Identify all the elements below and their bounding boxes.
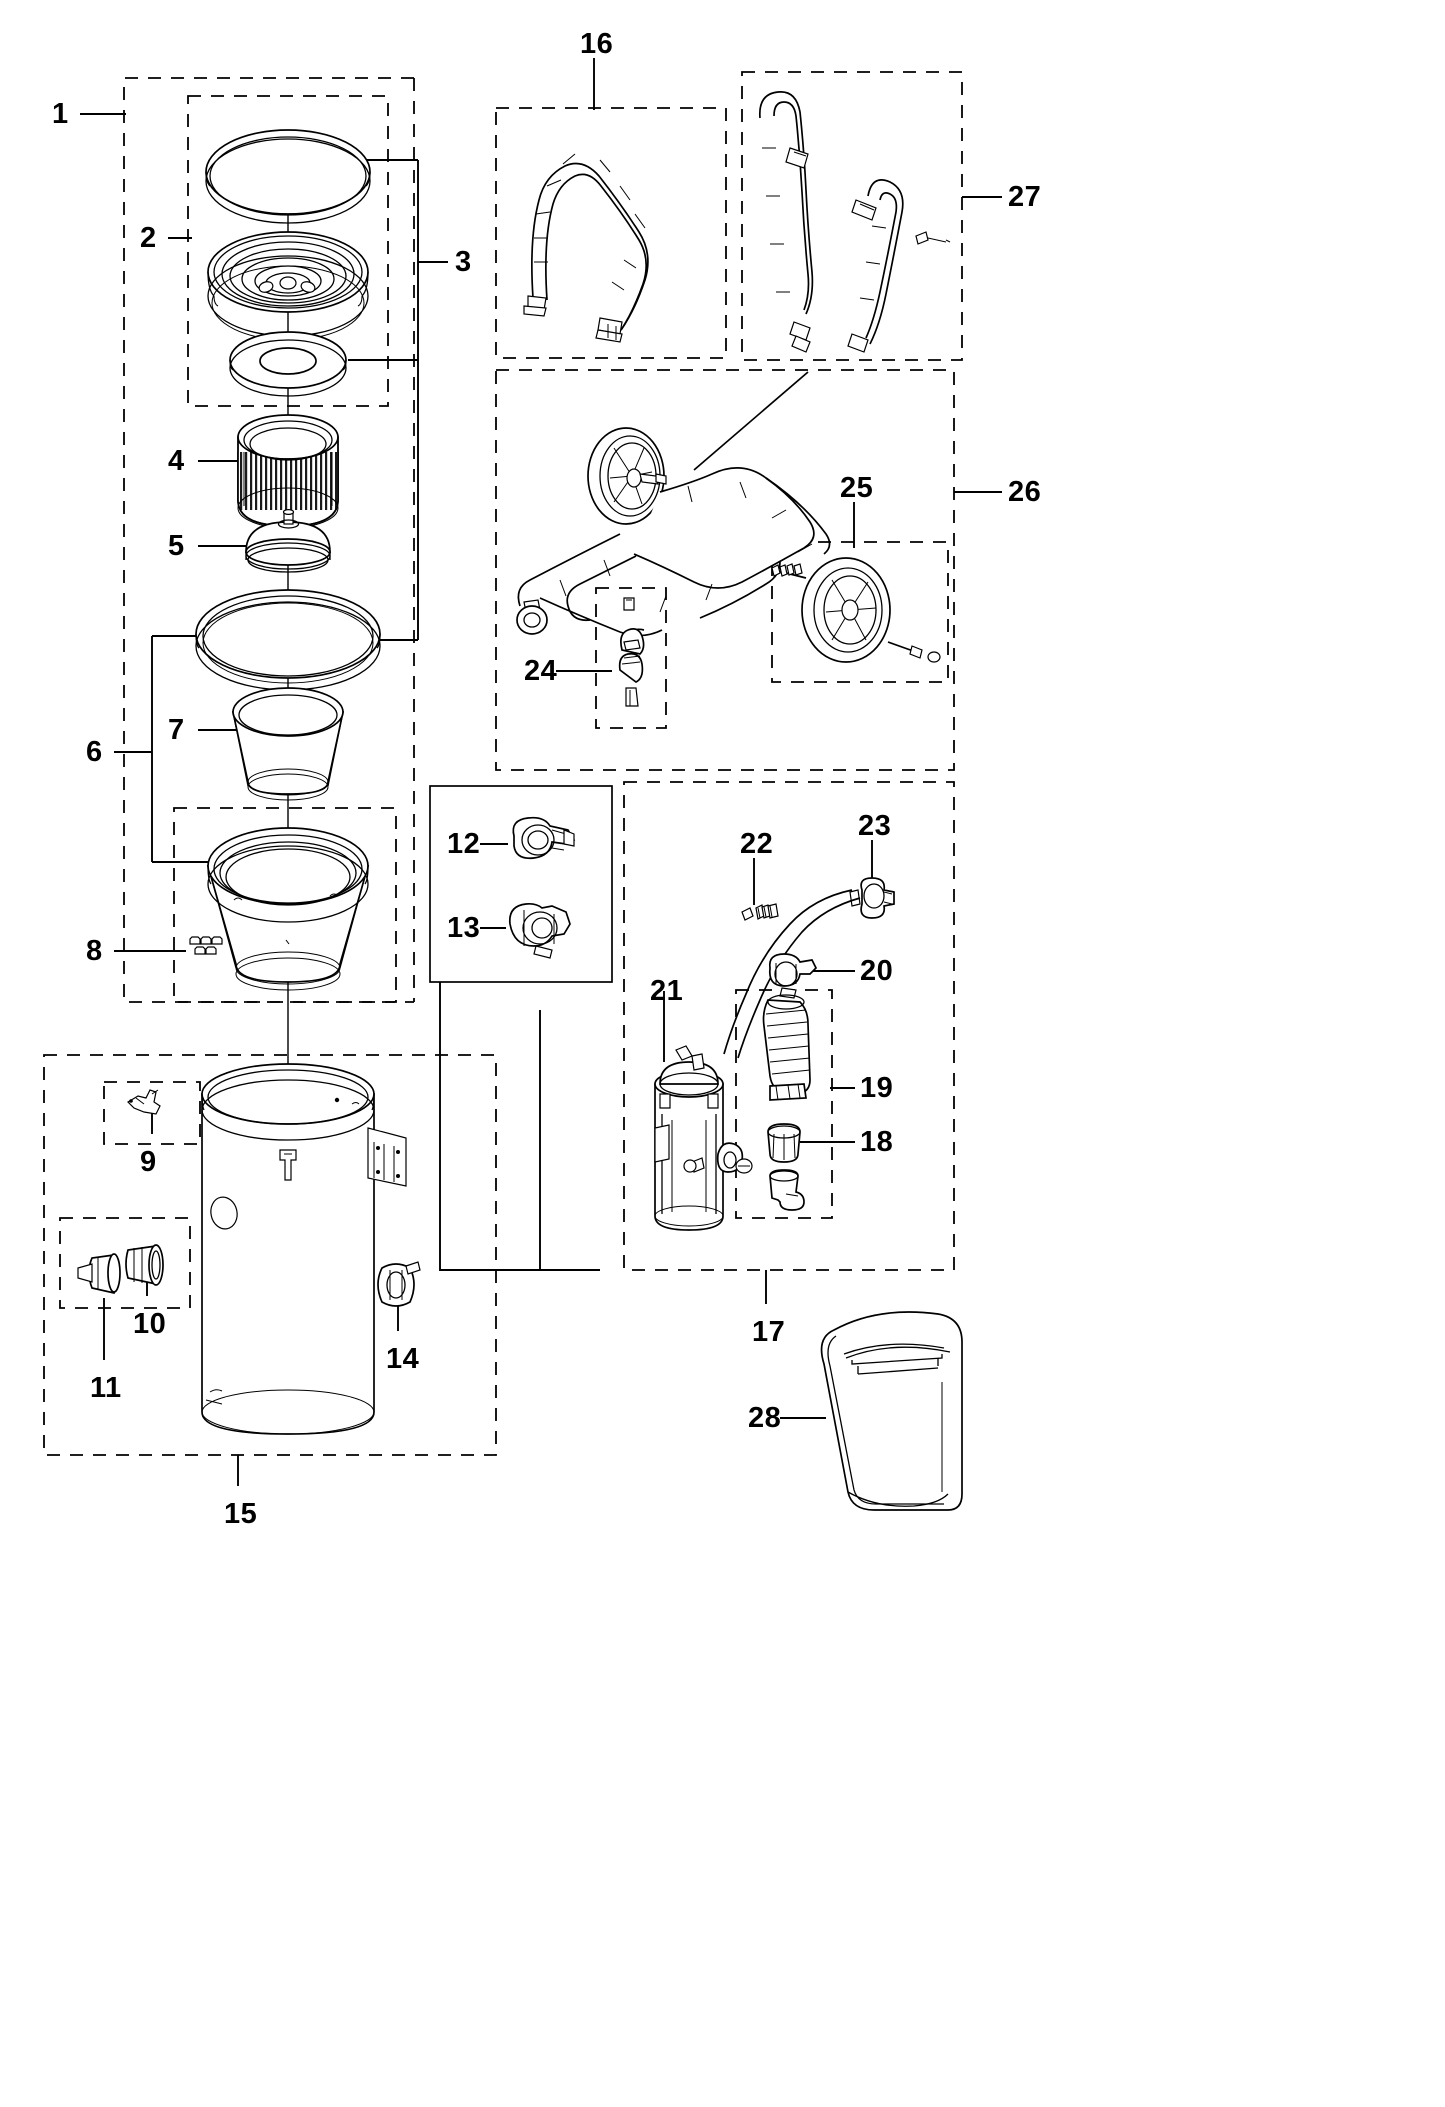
part-coupling-nut xyxy=(508,902,571,959)
part-collection-tank xyxy=(201,1063,407,1435)
part-cartridge-filter xyxy=(237,414,339,529)
callout-26[interactable]: 26 xyxy=(1008,476,1042,508)
callout-15[interactable]: 15 xyxy=(224,1498,258,1530)
callout-28[interactable]: 28 xyxy=(748,1402,782,1434)
callout-14[interactable]: 14 xyxy=(386,1343,420,1375)
part-lower-bowl xyxy=(206,827,370,991)
part-rear-wheel xyxy=(771,557,941,663)
callout-1[interactable]: 1 xyxy=(52,98,69,130)
part-motor-head xyxy=(207,231,369,341)
callout-27[interactable]: 27 xyxy=(1008,181,1042,213)
callout-24[interactable]: 24 xyxy=(524,655,558,687)
part-dust-bag xyxy=(820,1311,963,1511)
part-gasket-ring xyxy=(229,331,347,397)
part-caster-wheel xyxy=(618,597,645,707)
callout-2[interactable]: 2 xyxy=(140,222,157,254)
callout-10[interactable]: 10 xyxy=(133,1308,167,1340)
part-filter-basket xyxy=(231,687,345,801)
callout-5[interactable]: 5 xyxy=(168,530,185,562)
part-lid-ring xyxy=(205,129,371,224)
part-screw-washer xyxy=(741,903,779,921)
callout-6[interactable]: 6 xyxy=(86,736,103,768)
part-trolley-frame xyxy=(516,371,831,637)
part-dome-cap xyxy=(245,509,331,573)
callout-18[interactable]: 18 xyxy=(860,1126,894,1158)
part-handle-bar xyxy=(523,153,649,343)
callout-11[interactable]: 11 xyxy=(90,1372,122,1404)
callout-20[interactable]: 20 xyxy=(860,955,894,987)
callout-19[interactable]: 19 xyxy=(860,1072,894,1104)
leader-lines xyxy=(80,58,1002,1486)
part-pump-motor xyxy=(654,1045,744,1231)
part-handle-grips xyxy=(758,91,951,353)
callout-8[interactable]: 8 xyxy=(86,935,103,967)
callout-17[interactable]: 17 xyxy=(752,1316,786,1348)
callout-3[interactable]: 3 xyxy=(455,246,472,278)
callout-22[interactable]: 22 xyxy=(740,828,774,860)
part-coupling-clamp xyxy=(512,816,576,860)
callout-23[interactable]: 23 xyxy=(858,810,892,842)
group-frames xyxy=(43,71,963,1456)
callout-12[interactable]: 12 xyxy=(447,828,481,860)
part-large-seal-ring xyxy=(195,589,381,691)
part-screw-nut-kit xyxy=(189,936,223,955)
callout-16[interactable]: 16 xyxy=(580,28,614,60)
callout-7[interactable]: 7 xyxy=(168,714,185,746)
callout-25[interactable]: 25 xyxy=(840,472,874,504)
callout-4[interactable]: 4 xyxy=(168,445,185,477)
part-latch-clip xyxy=(127,1089,161,1115)
coupling-detail-box xyxy=(429,785,613,983)
callout-21[interactable]: 21 xyxy=(650,975,684,1007)
callout-9[interactable]: 9 xyxy=(140,1146,157,1178)
part-hose-assembly xyxy=(723,889,861,1211)
part-tank-side-latch xyxy=(377,1261,421,1307)
part-inlet-fitting xyxy=(77,1244,164,1295)
callout-13[interactable]: 13 xyxy=(447,912,481,944)
part-cable-gland xyxy=(849,877,895,919)
